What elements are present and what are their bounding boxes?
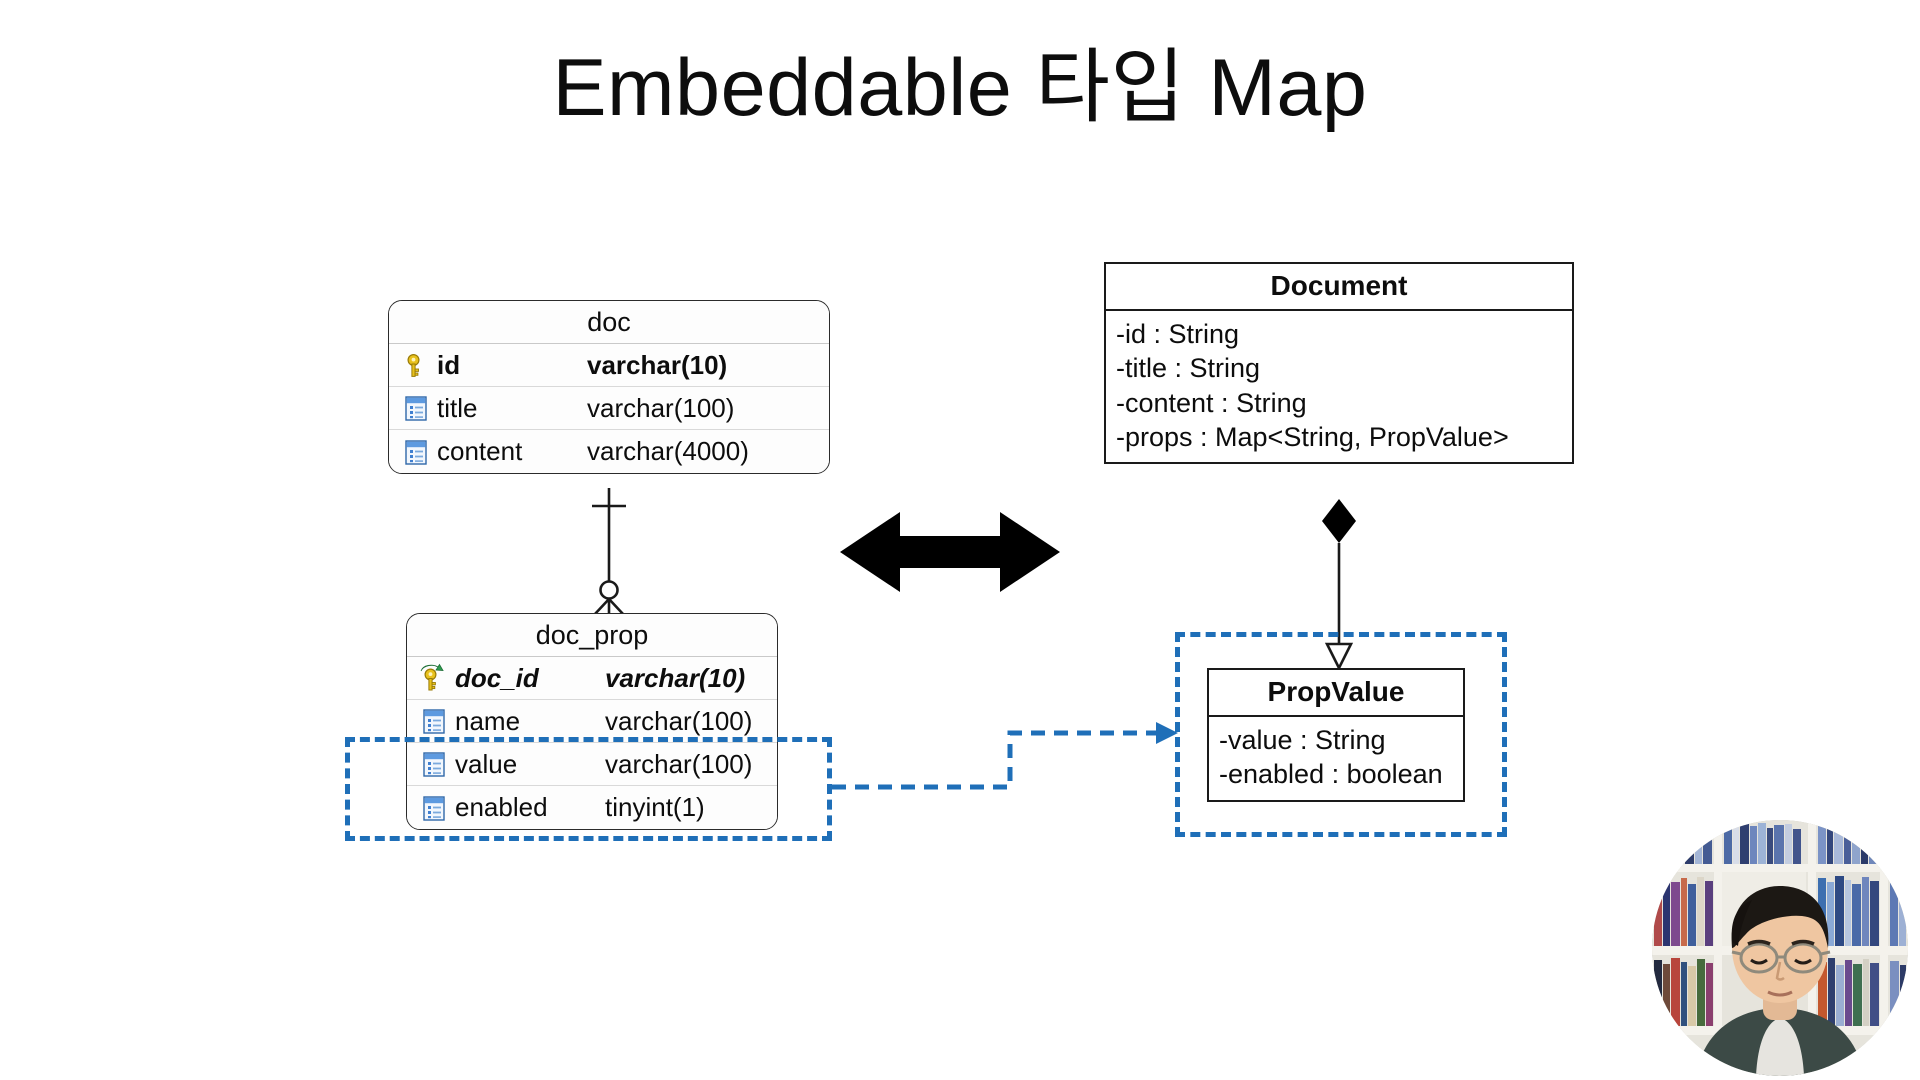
er-column-type: varchar(4000) — [587, 436, 749, 466]
column-icon — [420, 750, 450, 778]
uml-class-name: Document — [1106, 264, 1572, 311]
webcam-video-frame — [1652, 820, 1908, 1076]
er-column-name: value — [455, 748, 518, 779]
er-column-type: varchar(100) — [605, 705, 753, 736]
uml-attribute: -id : String — [1116, 319, 1240, 349]
uml-class-name: PropValue — [1209, 670, 1463, 717]
primary-key-icon — [402, 351, 432, 379]
er-row-doc-prop-value[interactable]: value varchar(100) — [407, 743, 777, 786]
uml-attribute: -title : String — [1116, 353, 1261, 384]
er-column-name: doc_id — [455, 662, 539, 693]
er-table-doc[interactable]: doc id varchar(10) — [388, 300, 830, 474]
page-title: Embeddable 타입 Map — [552, 43, 1368, 133]
er-column-name: enabled — [455, 792, 548, 822]
presenter-webcam-bubble[interactable] — [1652, 820, 1908, 1076]
er-table-doc-title: doc — [389, 301, 829, 344]
column-icon — [420, 707, 450, 735]
uml-attribute-list: -value : String -enabled : boolean — [1209, 717, 1463, 800]
er-table-doc-prop-title: doc_prop — [407, 614, 777, 657]
column-icon — [420, 794, 450, 822]
uml-attribute: -props : Map<String, PropValue> — [1116, 421, 1509, 452]
er-column-name: title — [437, 392, 478, 423]
er-row-doc-content[interactable]: content varchar(4000) — [389, 430, 829, 473]
highlight-doc-prop-columns — [345, 737, 832, 841]
er-column-type: varchar(10) — [587, 349, 728, 380]
column-icon — [402, 438, 432, 466]
er-column-name: id — [437, 349, 461, 380]
uml-attribute: -content : String — [1116, 387, 1307, 418]
uml-attribute: -value : String — [1219, 725, 1386, 755]
er-relationship-line — [592, 488, 626, 615]
bidirectional-arrow — [840, 512, 1060, 592]
er-row-doc-title[interactable]: title varchar(100) — [389, 387, 829, 430]
er-table-doc-prop[interactable]: doc_prop doc_id varchar(10) — [406, 613, 778, 830]
er-column-type: tinyint(1) — [605, 792, 705, 822]
column-icon — [402, 394, 432, 422]
er-column-type: varchar(100) — [605, 748, 753, 779]
er-row-doc-prop-enabled[interactable]: enabled tinyint(1) — [407, 786, 777, 829]
highlight-propvalue-class — [1175, 632, 1507, 837]
mapping-dashed-arrow — [832, 730, 1168, 790]
er-row-doc-prop-doc-id[interactable]: doc_id varchar(10) — [407, 657, 777, 700]
er-column-name: content — [437, 436, 523, 466]
uml-attribute: -enabled : boolean — [1219, 759, 1443, 790]
uml-attribute-list: -id : String -title : String -content : … — [1106, 311, 1572, 462]
uml-class-propvalue[interactable]: PropValue -value : String -enabled : boo… — [1207, 668, 1465, 802]
er-row-doc-prop-name[interactable]: name varchar(100) — [407, 700, 777, 743]
er-row-doc-id[interactable]: id varchar(10) — [389, 344, 829, 387]
foreign-primary-key-icon — [420, 663, 450, 692]
er-column-type: varchar(100) — [587, 392, 735, 423]
er-column-name: name — [455, 705, 521, 736]
uml-class-document[interactable]: Document -id : String -title : String -c… — [1104, 262, 1574, 465]
er-column-type: varchar(10) — [605, 662, 746, 693]
